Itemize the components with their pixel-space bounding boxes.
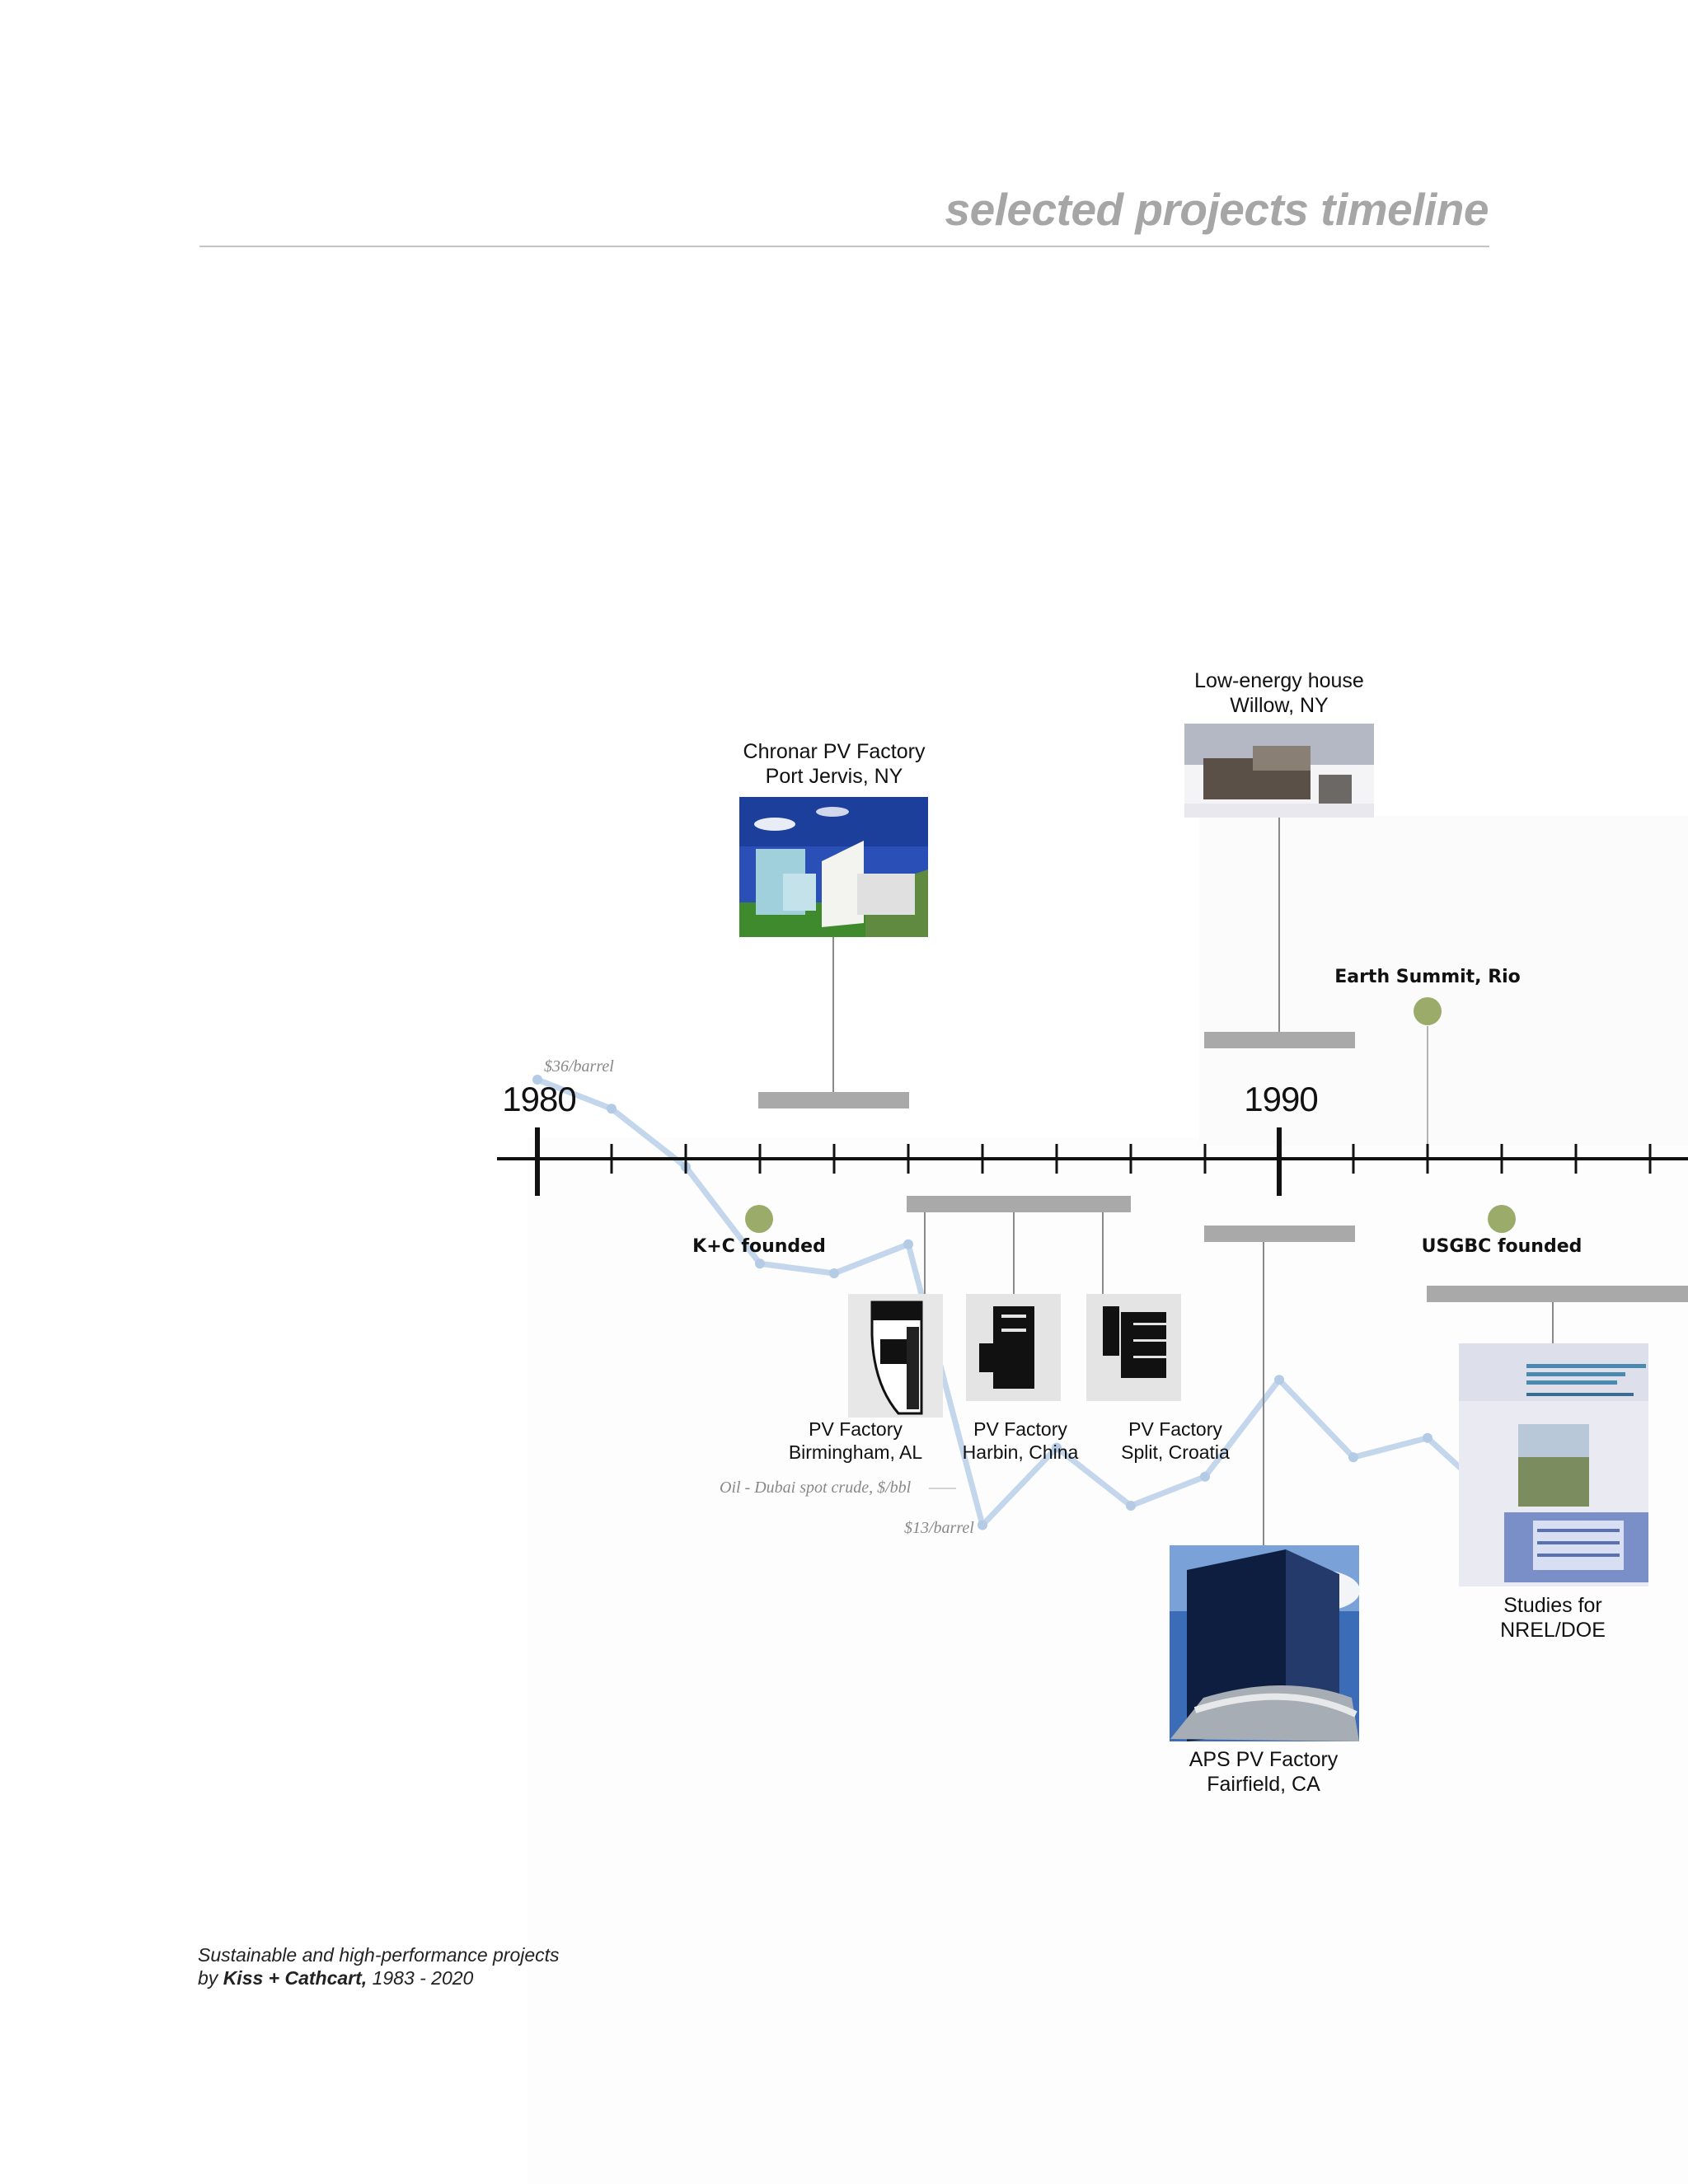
project-image-nrel [1459, 1343, 1648, 1586]
event-label-earth-summit: Earth Summit, Rio [1334, 967, 1521, 987]
page-title: selected projects timeline [945, 184, 1489, 235]
project-label-birmingham: PV Factory Birmingham, AL [788, 1418, 923, 1463]
project-label-willow: Low-energy house Willow, NY [1194, 669, 1364, 717]
project-image-harbin [966, 1294, 1061, 1401]
oil-price-point [607, 1104, 617, 1114]
project-image-aps [1170, 1545, 1360, 1741]
project-image-chronar [739, 797, 928, 937]
event-marker-kc-founded [745, 1205, 773, 1233]
project-label-split: PV Factory Split, Croatia [1121, 1418, 1230, 1463]
oil-price-point [1052, 1442, 1062, 1453]
project-label-nrel: Studies for NREL/DOE [1500, 1594, 1606, 1642]
project-bar-pv-factories [907, 1196, 1131, 1212]
oil-series-label: Oil - Dubai spot crude, $/bbl [720, 1479, 912, 1497]
oil-price-point [755, 1258, 765, 1269]
oil-high-annotation: $36/barrel [544, 1057, 614, 1076]
project-bar-willow [1204, 1032, 1355, 1048]
year-label-1990: 1990 [1244, 1080, 1318, 1118]
project-bar-nrel [1427, 1286, 1688, 1302]
oil-price-point [1274, 1375, 1284, 1385]
event-label-usgbc-founded: USGBC founded [1421, 1236, 1582, 1257]
event-marker-earth-summit [1414, 997, 1442, 1025]
project-image-split [1086, 1294, 1181, 1401]
event-marker-usgbc-founded [1488, 1205, 1516, 1233]
project-label-aps: APS PV Factory Fairfield, CA [1189, 1748, 1339, 1796]
year-label-1980: 1980 [502, 1080, 576, 1118]
footer-caption: Sustainable and high-performance project… [198, 1944, 560, 1989]
oil-price-point [1200, 1471, 1210, 1482]
oil-price-point [1423, 1432, 1432, 1443]
project-bar-aps [1204, 1226, 1355, 1242]
footer-authors: Kiss + Cathcart, [223, 1967, 368, 1989]
event-label-kc-founded: K+C founded [692, 1236, 826, 1257]
project-label-harbin: PV Factory Harbin, China [962, 1418, 1079, 1463]
oil-price-point [532, 1075, 542, 1085]
header-divider [199, 246, 1489, 247]
project-image-willow [1184, 724, 1374, 818]
oil-price-point [1126, 1501, 1136, 1511]
oil-price-point [829, 1268, 839, 1278]
project-label-chronar: Chronar PV Factory Port Jervis, NY [743, 740, 926, 788]
oil-low-annotation: $13/barrel [904, 1519, 974, 1537]
oil-price-point [903, 1239, 913, 1249]
timeline-ticks [535, 1127, 1652, 1196]
project-bar-chronar [758, 1092, 909, 1108]
project-image-birmingham [848, 1294, 943, 1418]
background-shade [1199, 816, 1688, 1146]
oil-price-point [978, 1520, 987, 1530]
oil-price-point [1348, 1452, 1358, 1463]
